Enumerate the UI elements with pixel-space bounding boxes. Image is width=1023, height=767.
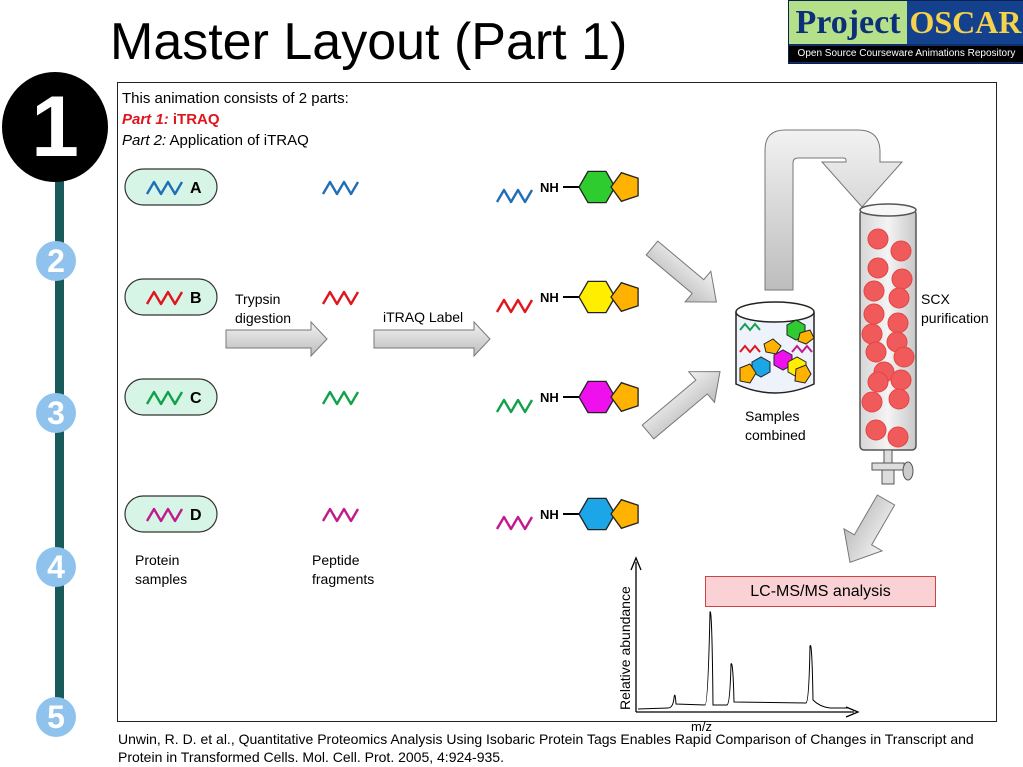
scx-bead: [867, 228, 889, 250]
balance-group-d: [610, 498, 639, 530]
sample-letter-c: C: [190, 390, 202, 407]
balance-group-b: [610, 281, 639, 313]
scx-bead: [865, 341, 887, 363]
sample-letter-b: B: [190, 290, 202, 307]
protein-wave-d: [145, 507, 184, 523]
itraq-arrow: [373, 320, 491, 358]
part-2-line[interactable]: Part 2: Application of iTRAQ: [122, 132, 309, 149]
nh-label-a: NH: [540, 180, 559, 195]
scx-bead: [890, 369, 912, 391]
citation: Unwin, R. D. et al., Quantitative Proteo…: [118, 731, 974, 765]
spectrum-xlabel: m/z: [691, 719, 712, 734]
step-1-button[interactable]: 1: [2, 72, 108, 182]
protein-wave-a: [145, 180, 184, 196]
labeled-peptide-b: [495, 298, 534, 314]
reporter-group-d: [578, 497, 616, 531]
scx-label: SCX purification: [921, 291, 989, 326]
step-3-button[interactable]: 3: [36, 393, 76, 433]
peptide-fragment-c: [321, 390, 360, 406]
logo-tagline: Open Source Courseware Animations Reposi…: [789, 46, 1023, 62]
trypsin-arrow: [225, 320, 328, 358]
trypsin-label: Trypsin digestion: [235, 291, 292, 326]
step-4-button[interactable]: 4: [36, 547, 76, 587]
scx-bead: [867, 257, 889, 279]
scx-bead: [867, 371, 889, 393]
labeled-peptide-c: [495, 398, 534, 414]
part-2-title: Application of iTRAQ: [169, 132, 309, 149]
logo-project-text: Project: [789, 1, 907, 44]
lcms-arrow: [843, 494, 896, 564]
part-1-title: iTRAQ: [172, 111, 220, 128]
itraq-label: iTRAQ Label: [383, 309, 464, 325]
part-2-label: Part 2:: [122, 132, 167, 149]
page-title: Master Layout (Part 1): [110, 13, 628, 71]
sample-letter-d: D: [190, 507, 202, 524]
labeled-peptide-a: [495, 188, 534, 204]
scx-bead: [861, 323, 883, 345]
part-1-label: Part 1:: [122, 111, 169, 128]
scx-bead: [888, 388, 910, 410]
scx-bead: [890, 240, 912, 262]
ms-spectrum: [630, 556, 860, 718]
protein-wave-c: [145, 390, 184, 406]
combine-arrow-top: [645, 240, 717, 303]
samples-combined-label: Samples combined: [745, 408, 806, 443]
peptide-fragments-label: Peptide fragments: [312, 552, 375, 587]
step-5-button[interactable]: 5: [36, 697, 76, 737]
nh-label-c: NH: [540, 390, 559, 405]
scx-bead: [887, 426, 909, 448]
sample-letter-a: A: [190, 180, 202, 197]
scx-column: [859, 203, 917, 485]
nh-label-b: NH: [540, 290, 559, 305]
peptide-fragment-b: [321, 290, 360, 306]
reporter-group-b: [578, 280, 616, 314]
labeled-peptide-d: [495, 515, 534, 531]
reporter-group-a: [578, 170, 616, 204]
step-2-button[interactable]: 2: [36, 241, 76, 281]
logo-oscar-text: OSCAR: [907, 1, 1023, 44]
reporter-group-c: [578, 380, 616, 414]
scx-bead: [893, 346, 915, 368]
balance-group-c: [610, 381, 639, 413]
scx-bead: [865, 419, 887, 441]
peptide-fragment-d: [321, 507, 360, 523]
protein-wave-b: [145, 290, 184, 306]
protein-samples-label: Protein samples: [135, 552, 188, 587]
scx-bead: [887, 312, 909, 334]
project-oscar-logo[interactable]: Project OSCAR Open Source Courseware Ani…: [788, 0, 1023, 64]
peptide-fragment-a: [321, 180, 360, 196]
animation-frame: [117, 82, 997, 722]
combined-sample-tube: [735, 301, 815, 394]
transfer-arrow: [764, 129, 904, 291]
step-rail: [55, 140, 64, 730]
spectrum-ylabel: Relative abundance: [617, 586, 633, 710]
part-1-line[interactable]: Part 1: iTRAQ: [122, 111, 220, 128]
nh-label-d: NH: [540, 507, 559, 522]
scx-bead: [888, 287, 910, 309]
scx-bead: [891, 268, 913, 290]
scx-bead: [861, 391, 883, 413]
combine-arrow-bottom: [641, 371, 721, 440]
intro-line: This animation consists of 2 parts:: [122, 90, 349, 107]
scx-bead: [863, 303, 885, 325]
balance-group-a: [610, 171, 639, 203]
scx-bead: [863, 280, 885, 302]
lcms-analysis-box: LC-MS/MS analysis: [705, 576, 936, 607]
